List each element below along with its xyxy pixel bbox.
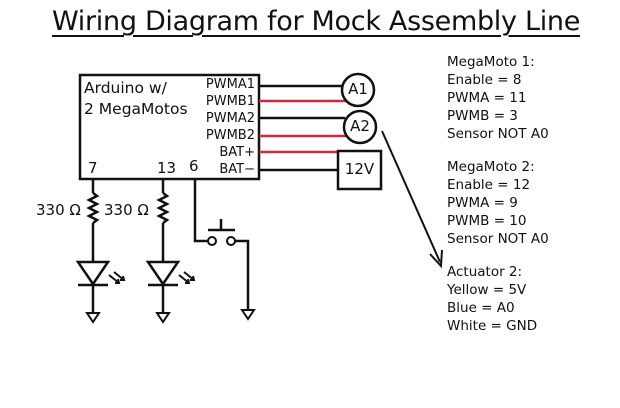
resistor-1-symbol [86,192,100,224]
button-contact-left [207,236,217,246]
resistor-2-symbol [156,192,170,224]
pin-label-pwmb1: PWMB1 [205,94,255,109]
pin-label-bat-minus: BAT− [219,162,255,177]
note-line: Blue = A0 [447,300,515,316]
note-line: PWMA = 11 [447,90,527,106]
actuator-a1-symbol [340,72,376,108]
note-line: PWMB = 10 [447,213,527,229]
ground-1-icon [85,312,101,324]
led-2-icon [145,260,181,287]
pin-label-bat-plus: BAT+ [219,145,255,160]
note-line: Yellow = 5V [447,282,527,298]
notes-actuator2: Actuator 2: Yellow = 5V Blue = A0 White … [447,263,537,335]
note-line: MegaMoto 1: [447,54,535,70]
pin-label-pwmb2: PWMB2 [205,128,255,143]
ground-2-icon [155,312,171,324]
resistor-2-label: 330 Ω [104,201,149,219]
note-line: Enable = 8 [447,72,522,88]
note-line: PWMB = 3 [447,108,518,124]
resistor-1-label: 330 Ω [36,201,81,219]
pin-label-7: 7 [88,159,98,177]
pin-label-6: 6 [189,157,199,175]
pin-label-13: 13 [157,159,177,177]
notes-megamoto2: MegaMoto 2: Enable = 12 PWMA = 9 PWMB = … [447,158,549,248]
arduino-label-line1: Arduino w/ [84,79,167,97]
battery-label: 12V [344,160,375,178]
actuator-a2-label: A2 [350,117,370,135]
note-line: White = GND [447,318,538,334]
battery-box [336,149,383,191]
note-line: PWMA = 9 [447,195,518,211]
actuator-a2-symbol [342,109,378,145]
arduino-box [78,73,261,181]
note-line: Sensor NOT A0 [447,126,549,142]
led-1-light-icon [108,271,126,284]
note-line: Enable = 12 [447,177,531,193]
arrow-head-icon [429,249,443,269]
arrow-line [381,130,441,263]
note-line: Actuator 2: [447,264,523,280]
wire-pin6 [193,179,208,243]
arduino-label-line2: 2 MegaMotos [84,100,188,118]
wire-button-ground [235,239,250,310]
pin-label-pwma2: PWMA2 [205,111,255,126]
led-1-icon [75,260,111,287]
ground-3-icon [240,309,256,321]
button-contact-right [226,236,236,246]
note-line: Sensor NOT A0 [447,231,549,247]
note-line: MegaMoto 2: [447,159,535,175]
notes-megamoto1: MegaMoto 1: Enable = 8 PWMA = 11 PWMB = … [447,53,549,143]
led-2-light-icon [178,271,196,284]
pin-label-pwma1: PWMA1 [205,77,255,92]
actuator-a1-label: A1 [348,80,368,98]
diagram-title: Wiring Diagram for Mock Assembly Line [52,6,581,37]
